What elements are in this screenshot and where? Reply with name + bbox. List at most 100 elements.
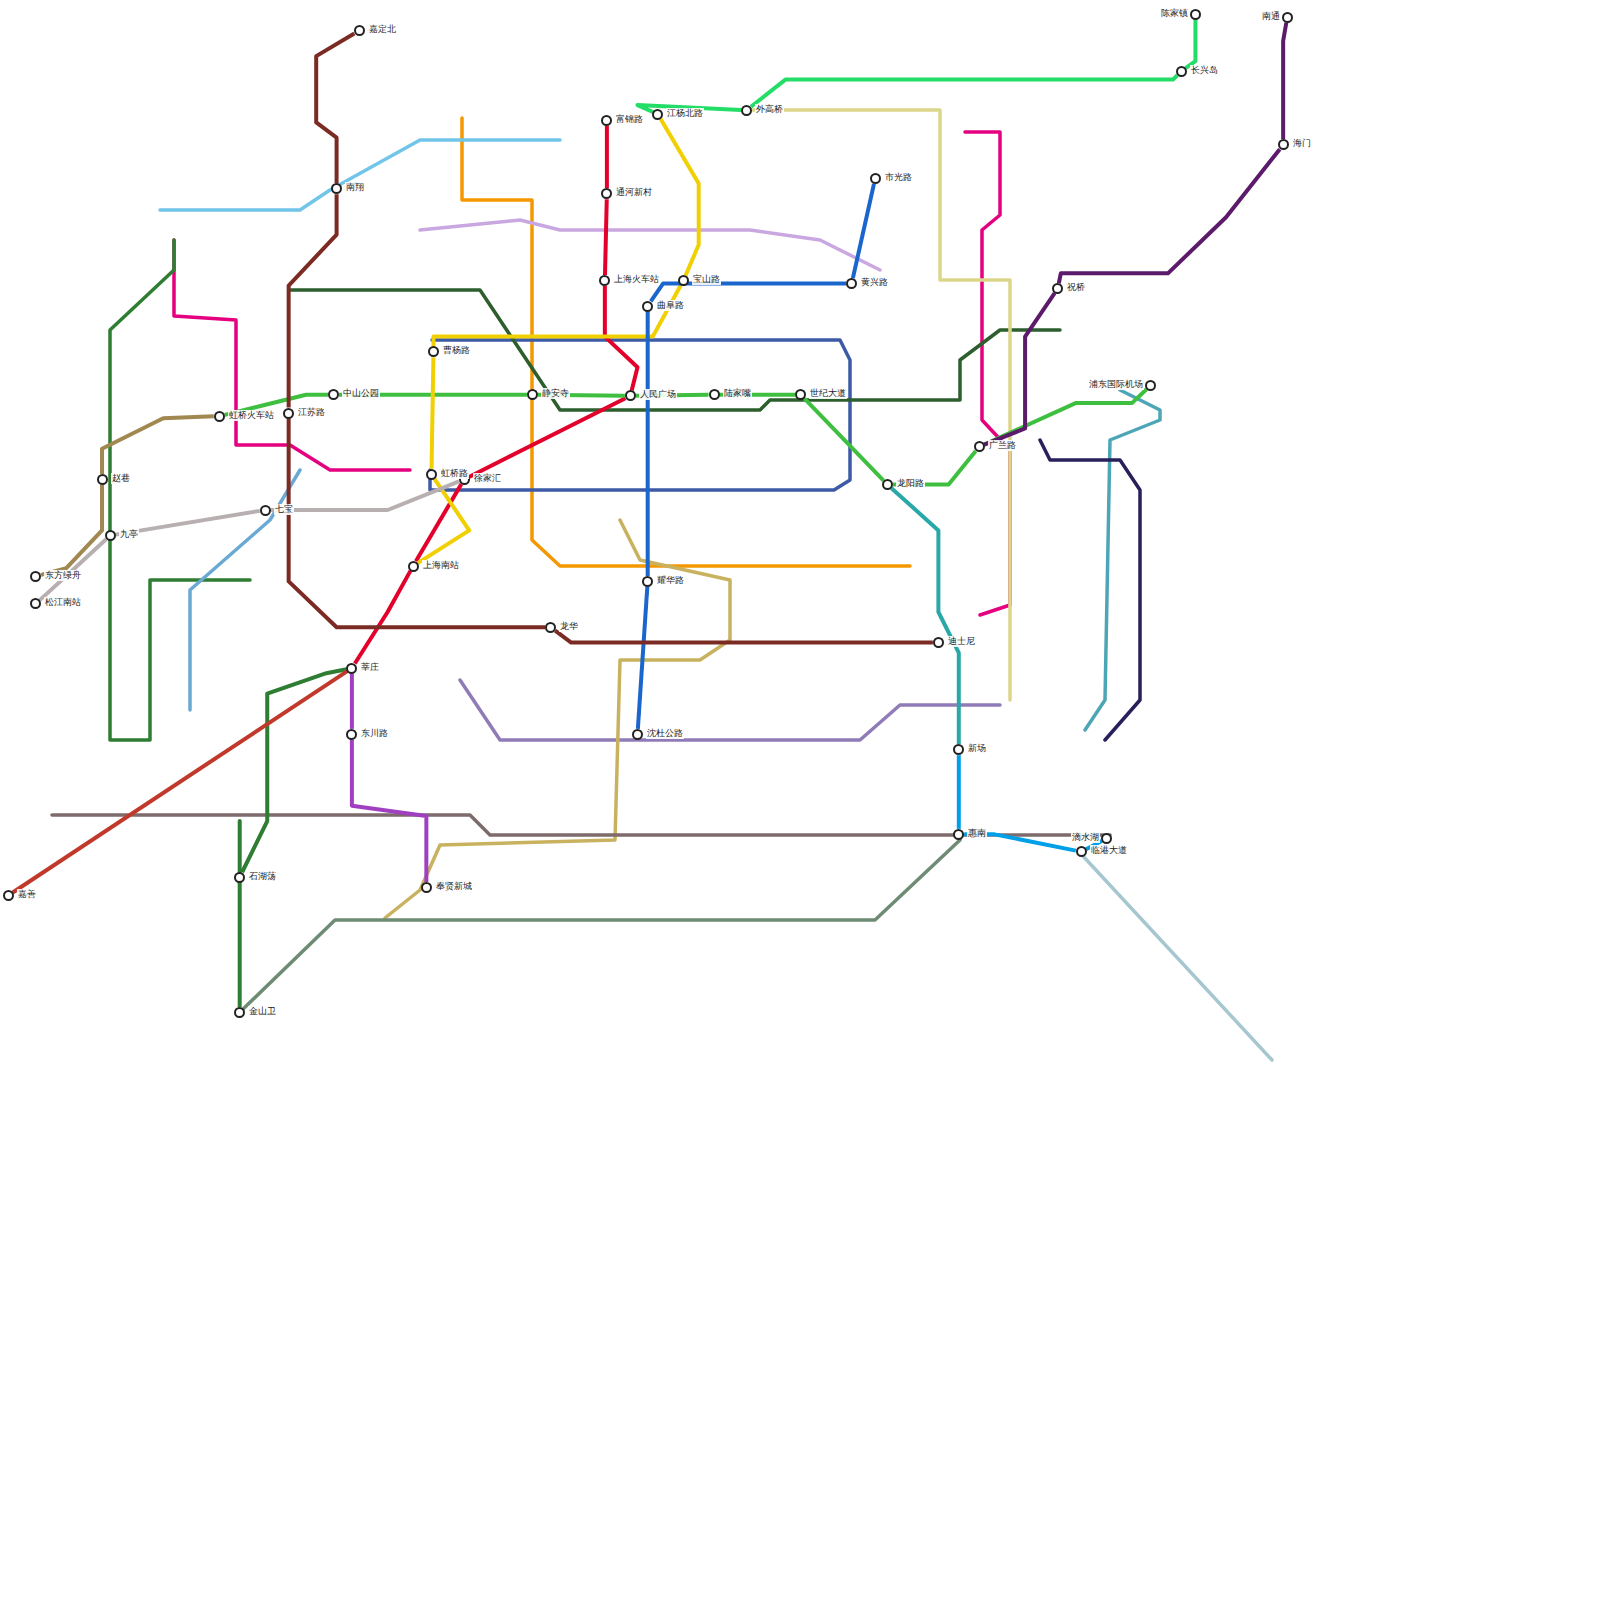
station-label: 南通 bbox=[1261, 11, 1281, 22]
station-label: 耀华路 bbox=[656, 575, 685, 586]
station-label: 赵巷 bbox=[111, 473, 131, 484]
station-label: 上海火车站 bbox=[613, 274, 660, 285]
station-node: 虹桥路 bbox=[426, 469, 437, 480]
metro-line bbox=[432, 357, 434, 468]
station-label: 外高桥 bbox=[755, 104, 784, 115]
station-label: 通河新村 bbox=[615, 187, 653, 198]
station-label: 浦东国际机场 bbox=[1088, 379, 1144, 390]
metro-line bbox=[40, 539, 106, 600]
station-node: 黄兴路 bbox=[846, 278, 857, 289]
station-node: 赵巷 bbox=[97, 474, 108, 485]
station-node: 石湖荡 bbox=[234, 872, 245, 883]
station-label: 石湖荡 bbox=[248, 871, 277, 882]
metro-track bbox=[420, 220, 880, 270]
station-label: 市光路 bbox=[884, 172, 913, 183]
station-label: 曹杨路 bbox=[442, 345, 471, 356]
metro-line bbox=[853, 184, 874, 278]
station-node: 虹桥火车站 bbox=[214, 411, 225, 422]
station-label: 南翔 bbox=[345, 182, 365, 193]
station-label: 江苏路 bbox=[297, 407, 326, 418]
station-label: 宝山路 bbox=[692, 274, 721, 285]
metro-line bbox=[271, 481, 459, 510]
station-node: 人民广场 bbox=[625, 390, 636, 401]
metro-line bbox=[434, 285, 681, 346]
station-label: 临港大道 bbox=[1090, 845, 1128, 856]
metro-line bbox=[751, 75, 1177, 106]
metro-line bbox=[289, 194, 337, 407]
metro-line bbox=[891, 488, 958, 744]
metro-line bbox=[555, 631, 933, 643]
metro-line bbox=[13, 671, 348, 892]
station-label: 新场 bbox=[967, 743, 987, 754]
station-label: 七宝 bbox=[274, 504, 294, 515]
station-label: 祝桥 bbox=[1066, 282, 1086, 293]
station-label: 奉贤新城 bbox=[435, 881, 473, 892]
station-label: 虹桥火车站 bbox=[228, 410, 275, 421]
station-node: 曲阜路 bbox=[642, 301, 653, 312]
station-label: 中山公园 bbox=[342, 388, 380, 399]
station-node: 祝桥 bbox=[1052, 283, 1063, 294]
station-label: 东川路 bbox=[360, 728, 389, 739]
station-node: 宝山路 bbox=[678, 275, 689, 286]
station-node: 东方绿舟 bbox=[30, 571, 41, 582]
metro-line bbox=[469, 398, 625, 477]
metro-track bbox=[965, 132, 1010, 615]
metro-line bbox=[605, 199, 607, 275]
station-label: 陈家镇 bbox=[1160, 8, 1189, 19]
station-node: 海门 bbox=[1278, 139, 1289, 150]
station-label: 龙华 bbox=[559, 621, 579, 632]
station-label: 上海南站 bbox=[422, 560, 460, 571]
station-label: 海门 bbox=[1292, 138, 1312, 149]
station-label: 沈杜公路 bbox=[646, 728, 684, 739]
metro-track bbox=[160, 140, 560, 210]
metro-line bbox=[646, 312, 650, 576]
station-node: 江苏路 bbox=[283, 408, 294, 419]
metro-line bbox=[805, 399, 884, 481]
station-label: 滴水湖 bbox=[1071, 832, 1100, 843]
station-node: 迪士尼 bbox=[933, 637, 944, 648]
station-label: 虹桥路 bbox=[440, 468, 469, 479]
station-node: 富锦路 bbox=[601, 115, 612, 126]
metro-track bbox=[745, 110, 1010, 700]
station-label: 静安寺 bbox=[541, 388, 570, 399]
metro-line bbox=[289, 419, 546, 628]
metro-track bbox=[430, 340, 850, 490]
metro-line bbox=[352, 740, 426, 882]
station-node: 浦东国际机场 bbox=[1145, 380, 1156, 391]
station-label: 黄兴路 bbox=[860, 277, 889, 288]
station-node: 九亭 bbox=[105, 530, 116, 541]
metro-line bbox=[605, 126, 609, 188]
station-node: 松江南站 bbox=[30, 598, 41, 609]
station-node: 陈家镇 bbox=[1190, 9, 1201, 20]
station-label: 人民广场 bbox=[639, 389, 677, 400]
station-node: 上海南站 bbox=[408, 561, 419, 572]
station-label: 九亭 bbox=[119, 529, 139, 540]
metro-track bbox=[1082, 855, 1272, 1060]
metro-line bbox=[316, 33, 354, 183]
station-label: 嘉善 bbox=[17, 889, 37, 900]
station-node: 嘉善 bbox=[3, 890, 14, 901]
metro-line bbox=[350, 674, 354, 729]
metro-track bbox=[52, 815, 1110, 835]
station-label: 嘉定北 bbox=[368, 24, 397, 35]
station-node: 东川路 bbox=[346, 729, 357, 740]
metro-line bbox=[661, 119, 699, 275]
metro-line bbox=[418, 479, 469, 563]
station-node: 莘庄 bbox=[346, 663, 357, 674]
station-node: 耀华路 bbox=[642, 576, 653, 587]
station-label: 世纪大道 bbox=[809, 388, 847, 399]
station-node: 陆家嘴 bbox=[709, 389, 720, 400]
metro-track bbox=[460, 680, 1000, 740]
station-node: 龙阳路 bbox=[882, 479, 893, 490]
metro-track bbox=[240, 840, 960, 1012]
metro-line bbox=[41, 485, 102, 575]
station-label: 江杨北路 bbox=[666, 108, 704, 119]
station-label: 龙阳路 bbox=[896, 478, 925, 489]
station-node: 七宝 bbox=[260, 505, 271, 516]
station-node: 长兴岛 bbox=[1176, 66, 1187, 77]
station-label: 金山卫 bbox=[248, 1006, 277, 1017]
station-node: 金山卫 bbox=[234, 1007, 245, 1018]
metro-line bbox=[1186, 20, 1196, 68]
metro-line bbox=[638, 587, 647, 729]
